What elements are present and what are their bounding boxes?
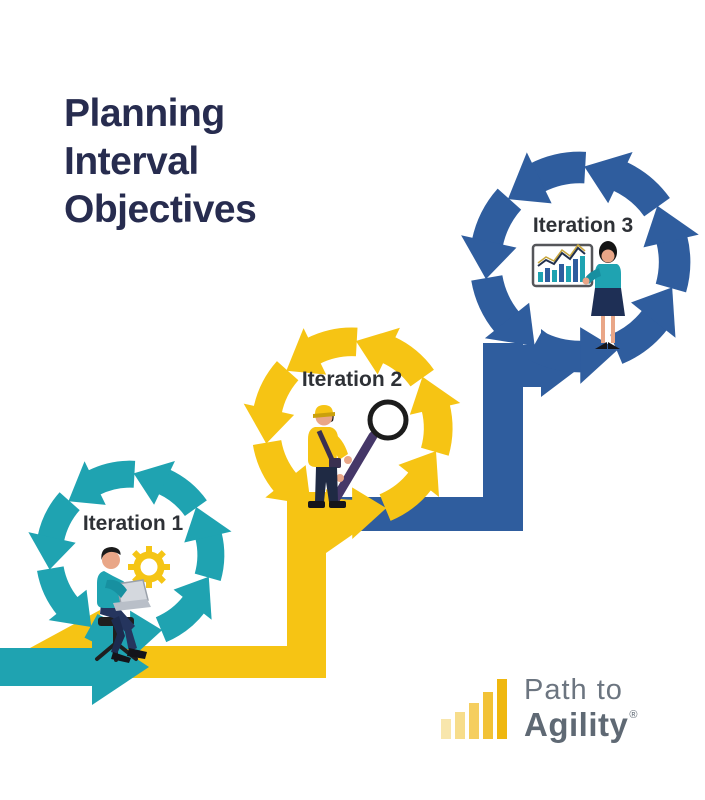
standing-man-pants	[315, 467, 338, 502]
shoulder-bag	[329, 458, 341, 468]
magnifying-glass-icon	[367, 399, 409, 441]
logo-line-path-to: Path to	[524, 674, 623, 706]
man-with-magnifier-illustration	[308, 399, 409, 508]
laptop-icon	[116, 579, 149, 605]
man-sitting-with-laptop-illustration	[95, 547, 151, 663]
logo-line-agility: Agility®	[524, 708, 638, 741]
woman-presenting-chart-illustration	[531, 241, 625, 349]
gear-icon	[128, 546, 170, 588]
sitting-man-head	[102, 551, 120, 569]
woman-skirt	[591, 288, 625, 316]
registered-trademark-symbol: ®	[629, 709, 638, 721]
iteration-3-label: Iteration 3	[532, 214, 634, 237]
title-line-1: Planning	[64, 92, 225, 135]
title-line-2: Interval	[64, 140, 199, 183]
yellow-cap	[315, 405, 333, 414]
magnifier-handle	[330, 431, 378, 505]
path-to-agility-logo: Path to Agility®	[440, 674, 680, 746]
iteration-2-label: Iteration 2	[301, 368, 403, 391]
woman-head	[601, 249, 615, 263]
logo-agility-text: Agility	[524, 706, 629, 743]
woman-top	[595, 264, 621, 288]
ascending-bars-icon	[441, 679, 507, 739]
mini-bar-chart	[537, 243, 586, 282]
logo-wordmark: Path to Agility®	[524, 674, 638, 742]
title-line-3: Objectives	[64, 188, 257, 231]
page-title: Planning Interval Objectives	[64, 90, 364, 234]
iteration-1-label: Iteration 1	[82, 512, 184, 535]
